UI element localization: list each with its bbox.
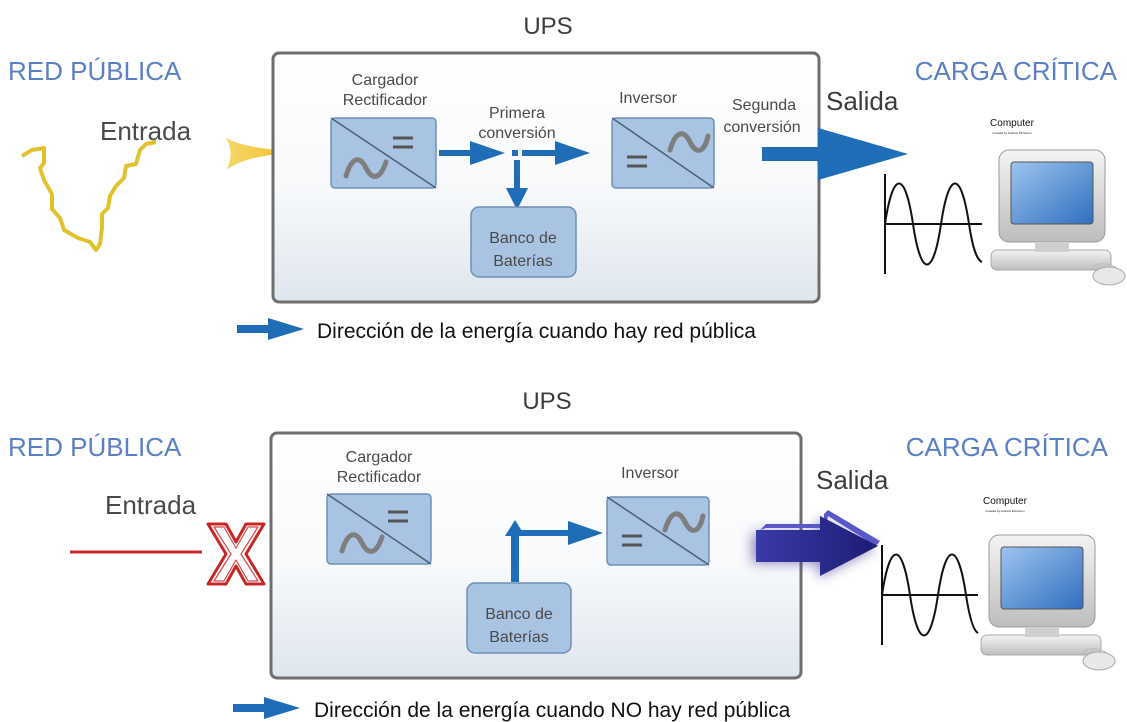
bottom-grid-label: RED PÚBLICA	[8, 432, 182, 462]
bottom-computer-sublabel: Created by Andrew Fitzsimon	[985, 509, 1025, 513]
bottom-output-label: Salida	[816, 465, 889, 495]
top-legend-text: Dirección de la energía cuando hay red p…	[317, 320, 756, 343]
bottom-ups-title: UPS	[522, 388, 571, 415]
top-second-conv-label-1: Segunda	[732, 97, 796, 114]
bottom-battery-label-2: Baterías	[489, 629, 549, 646]
top-computer-sublabel: Created by Andrew Fitzsimon	[992, 131, 1032, 135]
legend-arrow-icon	[233, 697, 300, 719]
top-first-conv-label-2: conversión	[478, 125, 555, 142]
bottom-charger-label-2: Rectificador	[337, 469, 422, 486]
bottom-charger-label-1: Cargador	[346, 449, 413, 466]
input-arrow	[226, 138, 298, 170]
ac-dc-converter-icon	[330, 117, 437, 189]
sine-wave-icon	[881, 545, 979, 645]
bottom-battery-label-1: Banco de	[485, 606, 553, 623]
bottom-load-label: CARGA CRÍTICA	[906, 432, 1109, 462]
flow-arrow	[506, 160, 528, 210]
top-battery-label-2: Baterías	[493, 253, 553, 270]
dc-ac-inverter-icon	[606, 496, 710, 566]
flow-arrow	[522, 141, 590, 165]
dc-ac-inverter-icon	[611, 117, 715, 189]
flow-junction	[512, 150, 518, 156]
computer-icon	[980, 534, 1116, 671]
top-ups-title: UPS	[523, 13, 572, 40]
bottom-battery-bank: Banco de Baterías	[466, 582, 572, 654]
sine-wave-icon	[884, 174, 983, 274]
bottom-input-label: Entrada	[105, 490, 197, 520]
top-load-label: CARGA CRÍTICA	[915, 56, 1118, 86]
top-output-label: Salida	[826, 86, 899, 116]
flow-arrow	[505, 520, 525, 536]
top-first-conv-label-1: Primera	[489, 105, 545, 122]
flow-arrow	[511, 521, 603, 582]
output-arrow	[752, 510, 880, 578]
top-diagram: UPS RED PÚBLICA Entrada Cargador Rectifi…	[8, 13, 1126, 343]
top-grid-label: RED PÚBLICA	[8, 56, 182, 86]
fault-x-icon	[206, 522, 266, 586]
bottom-inverter-label: Inversor	[621, 465, 679, 482]
top-second-conv-label-2: conversión	[723, 119, 800, 136]
top-charger-label-1: Cargador	[352, 72, 419, 89]
top-computer-label: Computer	[990, 118, 1035, 129]
top-inverter-label: Inversor	[619, 90, 677, 107]
bottom-legend-text: Dirección de la energía cuando NO hay re…	[314, 699, 791, 722]
bottom-diagram: UPS RED PÚBLICA Entrada Cargador Rectifi…	[8, 388, 1116, 722]
top-battery-bank: Banco de Baterías	[470, 206, 577, 278]
top-charger-label-2: Rectificador	[343, 92, 428, 109]
top-battery-label-1: Banco de	[489, 230, 557, 247]
output-arrow	[762, 128, 908, 180]
flow-arrow	[439, 141, 505, 165]
ac-dc-converter-icon	[326, 493, 432, 565]
legend-arrow-icon	[237, 318, 304, 340]
distorted-wave-icon	[20, 140, 157, 252]
computer-icon	[990, 149, 1126, 286]
top-input-label: Entrada	[100, 116, 192, 146]
bottom-computer-label: Computer	[983, 496, 1028, 507]
